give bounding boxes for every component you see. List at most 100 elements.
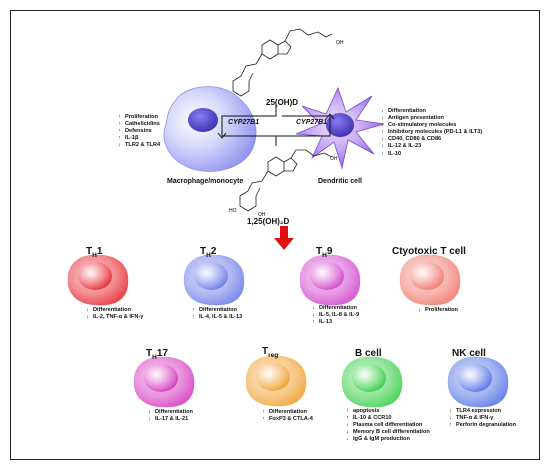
effect-text: TLR2 & TLR4: [125, 142, 161, 149]
effect-text: IL-10 & CCR10: [353, 415, 392, 422]
effect-text: Plasma cell differentiation: [353, 422, 423, 429]
down-arrow-icon: ↓: [346, 436, 349, 443]
th9-title: TH9: [316, 246, 333, 259]
effect-item: ↑Differentiation: [262, 409, 313, 416]
ctl-cell: [399, 254, 461, 306]
effect-item: ↑Differentiation: [192, 307, 242, 314]
down-arrow-icon: ↓: [312, 312, 315, 319]
effect-item: ↓ Co-stimulatory molecules: [381, 122, 482, 129]
down-arrow-icon: ↓: [418, 307, 421, 313]
up-arrow-icon: ↑: [192, 314, 195, 321]
th9-effects: ↓Differentiation↓IL-5, IL-8 & IL-9↑IL-13: [312, 305, 359, 326]
effect-item: ↓TNF-α & IFN-γ: [449, 415, 516, 422]
molecule-125oh2d: [239, 149, 333, 212]
effect-text: IgG & IgM production: [353, 436, 410, 443]
ho-label-bottom: HO: [229, 208, 237, 214]
precursor-label: 25(OH)D: [266, 98, 299, 107]
effect-item: ↓ TLR4 expression: [449, 408, 516, 415]
effect-item: ↓Differentiation: [381, 108, 482, 115]
down-arrow-icon: ↓: [381, 108, 384, 114]
nucleus: [256, 363, 290, 391]
molecule-25ohd: [232, 28, 333, 97]
th2-effects: ↑Differentiation↑ IL-4, IL-5 & IL-13: [192, 307, 242, 321]
bcell-title: B cell: [355, 348, 382, 359]
effect-text: IL-2, TNF-α & IFN-γ: [93, 314, 144, 321]
up-arrow-icon: ↑: [118, 128, 121, 135]
up-arrow-icon: ↑: [312, 319, 315, 326]
down-arrow-icon: ↓: [381, 115, 384, 122]
th17-cell: [133, 356, 195, 408]
nucleus: [194, 262, 228, 290]
effect-item: ↓IL-12 & IL-23: [381, 143, 482, 150]
down-arrow-icon: ↓: [381, 136, 384, 143]
nucleus: [458, 364, 492, 392]
effect-text: Differentiation: [199, 307, 237, 313]
macrophage-label: Macrophage/monocyte: [167, 178, 244, 185]
oh-label-bottom: OH: [330, 156, 338, 162]
effect-item: ↓ IgG & IgM production: [346, 436, 430, 443]
effect-item: ↑ IL-4, IL-5 & IL-13: [192, 314, 242, 321]
up-arrow-icon: ↑: [262, 409, 265, 415]
down-arrow-icon: ↓: [346, 429, 349, 436]
effect-item: ↓Differentiation: [86, 307, 143, 314]
effect-text: Differentiation: [93, 307, 131, 313]
up-arrow-icon: ↑: [346, 415, 349, 422]
red-arrow: [274, 226, 294, 250]
effect-text: Differentiation: [319, 305, 357, 311]
th1-effects: ↓Differentiation↓ IL-2, TNF-α & IFN-γ: [86, 307, 143, 321]
effect-text: Differentiation: [155, 409, 193, 415]
effect-item: ↑FoxP3 & CTLA-4: [262, 416, 313, 423]
effect-text: IL-1β: [125, 135, 139, 142]
effect-text: IL-4, IL-5 & IL-13: [199, 314, 243, 321]
effect-text: FoxP3 & CTLA-4: [269, 416, 313, 423]
effect-item: ↑Inhibitory molecules (PD-L1 & ILT3): [381, 129, 482, 136]
effect-text: Defensins: [125, 128, 152, 135]
down-arrow-icon: ↓: [86, 314, 89, 321]
th9-cell: [299, 254, 361, 306]
effect-text: Co-stimulatory molecules: [388, 122, 457, 129]
effect-text: Perforin degranulation: [456, 422, 516, 429]
nucleus: [78, 262, 112, 290]
th1-cell: [67, 254, 129, 306]
up-arrow-icon: ↑: [381, 150, 384, 157]
effect-item: ↓TLR2 & TLR4: [118, 142, 160, 149]
effect-item: ↑IL-1β: [118, 135, 160, 142]
down-arrow-icon: ↓: [381, 122, 384, 129]
conversion-path: [217, 104, 335, 146]
effect-item: ↓ Differentiation: [312, 305, 359, 312]
enzyme-label-right: CYP27B1: [296, 119, 328, 126]
effect-item: ↓ IL-17 & IL-21: [148, 416, 193, 423]
effect-item: ↓Differentiation: [148, 409, 193, 416]
ctl-effects: ↓ Proliferation: [418, 307, 458, 314]
effect-item: ↓ Antigen presentation: [381, 115, 482, 122]
treg-cell: [245, 355, 307, 407]
treg-title: Treg: [262, 346, 279, 359]
down-arrow-icon: ↓: [449, 408, 452, 414]
effect-text: IL-10: [388, 150, 402, 157]
th17-title: TH17: [146, 348, 168, 361]
effect-text: Antigen presentation: [388, 115, 444, 122]
effect-text: TLR4 expression: [456, 408, 502, 414]
up-arrow-icon: ↑: [346, 408, 349, 414]
down-arrow-icon: ↓: [148, 416, 151, 423]
effect-text: IL-5, IL-8 & IL-9: [319, 312, 360, 319]
dendritic-label: Dendritic cell: [318, 178, 362, 185]
effect-item: ↑Perforin degranulation: [449, 422, 516, 429]
effect-text: Inhibitory molecules (PD-L1 & ILT3): [388, 129, 483, 136]
effect-text: Proliferation: [125, 114, 158, 120]
effect-item: ↑ Defensins: [118, 128, 160, 135]
dendritic-effects: ↓Differentiation↓Antigen presentation↓Co…: [381, 108, 482, 158]
effect-text: Proliferation: [425, 307, 458, 313]
effect-text: Memory B cell differentiation: [353, 429, 430, 436]
nucleus: [310, 262, 344, 290]
down-arrow-icon: ↓: [312, 305, 315, 311]
effect-text: apoptosis: [353, 408, 380, 414]
effect-text: IL-17 & IL-21: [155, 416, 189, 423]
effect-text: IL-12 & IL-23: [388, 143, 422, 150]
effect-item: ↑Cathelicidins: [118, 121, 160, 128]
th2-cell: [183, 254, 245, 306]
down-arrow-icon: ↓: [346, 422, 349, 429]
effect-text: CD40, CD80 & CD86: [388, 136, 442, 143]
active-label: 1,25(OH)₂D: [247, 217, 290, 226]
dendritic-cell: [295, 86, 385, 170]
